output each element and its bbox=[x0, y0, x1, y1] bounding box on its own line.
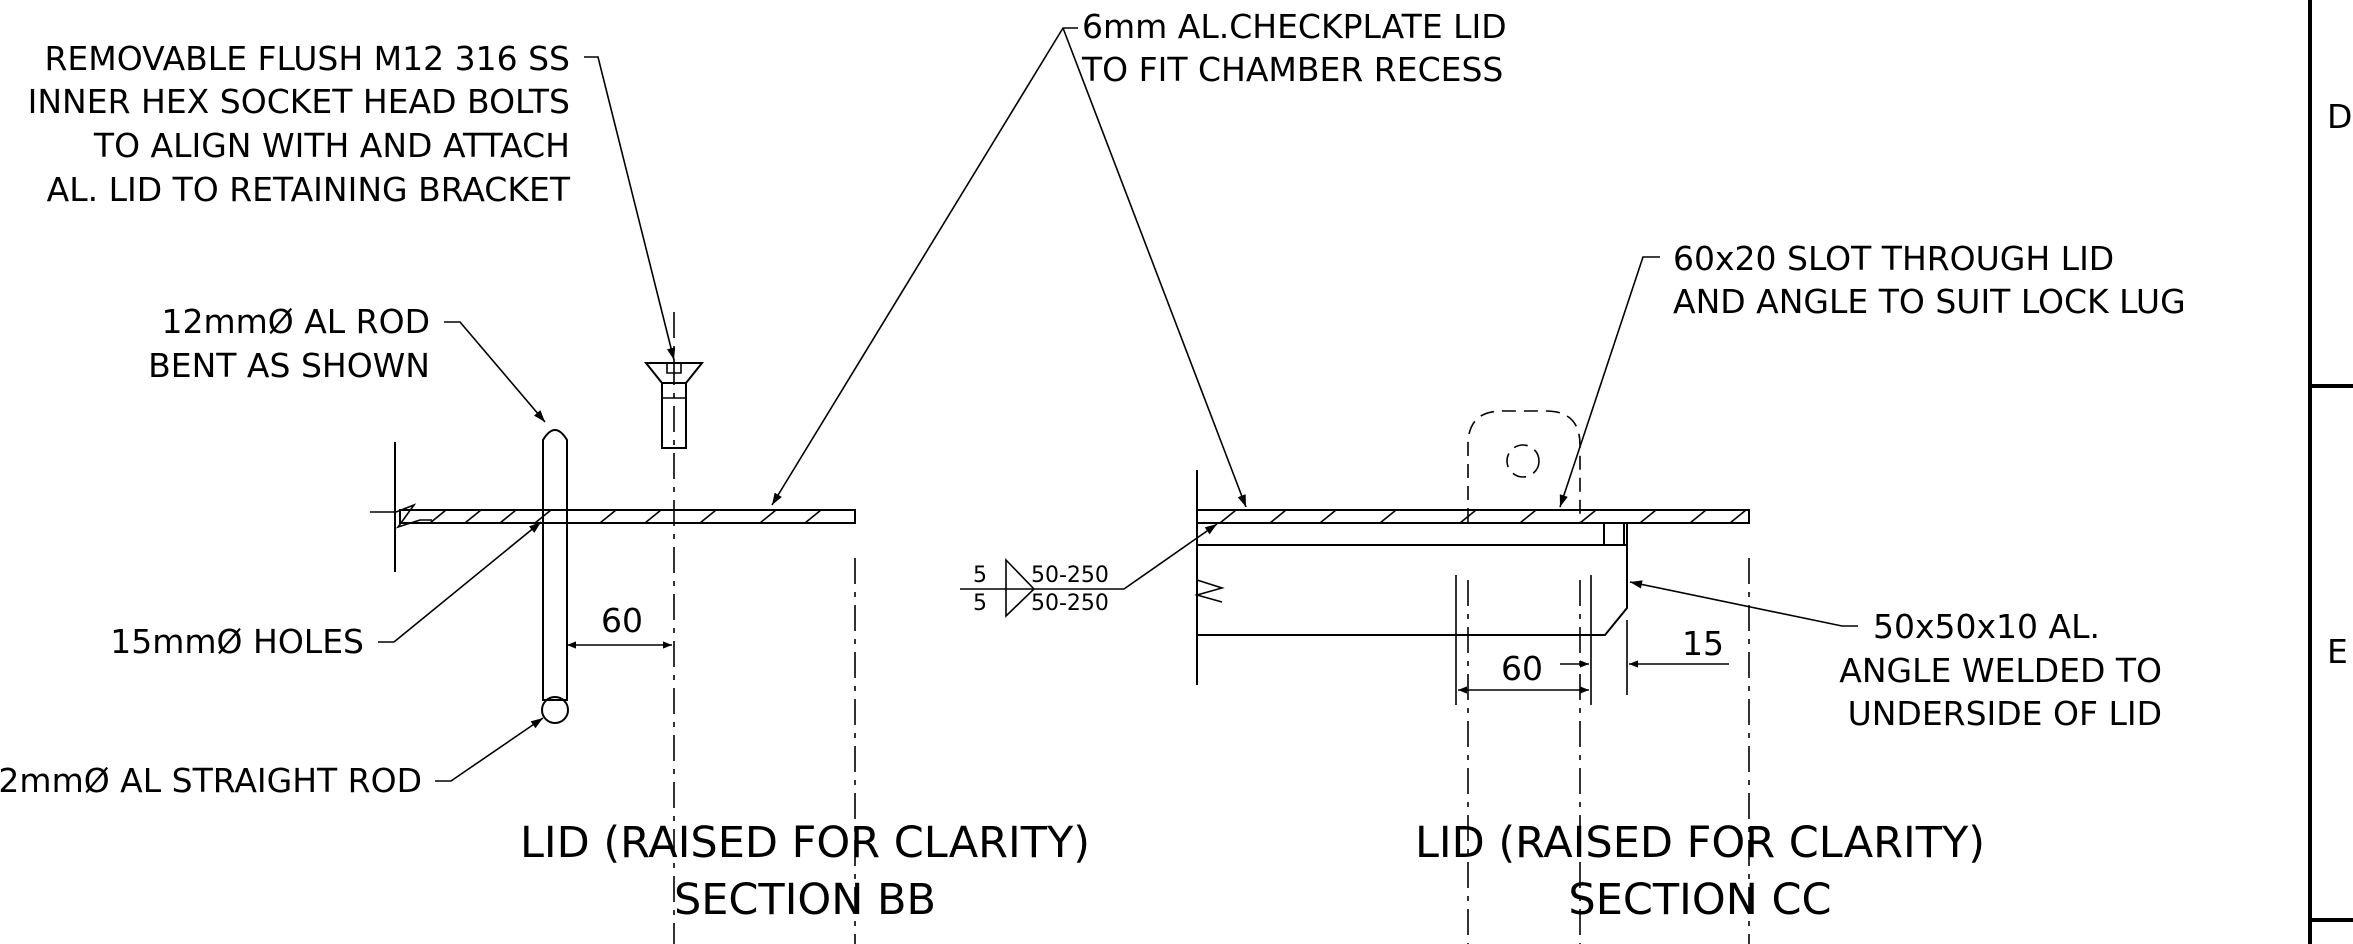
leader-bent-rod bbox=[444, 321, 546, 423]
note-bent-rod-line2: BENT AS SHOWN bbox=[148, 346, 430, 385]
lid-plate-cc bbox=[1196, 509, 1750, 524]
note-slot-line2: AND ANGLE TO SUIT LOCK LUG bbox=[1673, 282, 2186, 321]
leader-slot bbox=[1559, 256, 1660, 508]
note-holes: 15mmØ HOLES bbox=[110, 622, 364, 661]
leader-bolts bbox=[584, 56, 676, 361]
note-bolts-line4: AL. LID TO RETAINING BRACKET bbox=[47, 170, 571, 209]
note-bolts-line3: TO ALIGN WITH AND ATTACH bbox=[93, 126, 570, 165]
section-cc bbox=[1194, 410, 1750, 944]
leader-weld bbox=[960, 523, 1218, 590]
break-symbol-bb bbox=[370, 503, 432, 529]
note-angle-line3: UNDERSIDE OF LID bbox=[1848, 694, 2162, 733]
notes: REMOVABLE FLUSH M12 316 SS INNER HEX SOC… bbox=[0, 7, 2186, 925]
note-straight-rod: 12mmØ AL STRAIGHT ROD bbox=[0, 761, 422, 800]
note-checkplate-line1: 6mm AL.CHECKPLATE LID bbox=[1082, 7, 1507, 46]
zone-label-d: D bbox=[2327, 97, 2352, 136]
extension-lines-cc bbox=[1455, 575, 1628, 705]
dim-text-cc-15: 15 bbox=[1682, 624, 1724, 663]
weld-size-top: 5 bbox=[973, 563, 987, 588]
note-bolts-line2: INNER HEX SOCKET HEAD BOLTS bbox=[28, 82, 570, 121]
lock-lug-hidden bbox=[1467, 410, 1581, 522]
break-symbol-cc bbox=[1194, 579, 1225, 603]
weld-symbol-fillet bbox=[1005, 558, 1036, 618]
bent-rod bbox=[542, 429, 568, 701]
note-checkplate-line2: TO FIT CHAMBER RECESS bbox=[1081, 50, 1503, 89]
title-cc-line2: SECTION CC bbox=[1568, 875, 1831, 925]
weld-pitch-bottom: 50-250 bbox=[1031, 591, 1109, 616]
lid-plate-bb bbox=[399, 509, 856, 524]
angle-profile bbox=[1197, 523, 1628, 636]
weld-size-bottom: 5 bbox=[973, 591, 987, 616]
leader-checkplate-bb bbox=[771, 27, 1078, 506]
sheet-border: D E bbox=[2308, 0, 2353, 944]
weld-pitch-top: 50-250 bbox=[1031, 563, 1109, 588]
dim-text-cc-60: 60 bbox=[1501, 649, 1543, 688]
note-slot-line1: 60x20 SLOT THROUGH LID bbox=[1673, 239, 2114, 278]
note-angle-line1: 50x50x10 AL. bbox=[1873, 607, 2100, 646]
angle-top-line bbox=[1196, 523, 1627, 546]
lid-hatching-bb bbox=[429, 509, 822, 524]
zone-label-e: E bbox=[2327, 632, 2348, 671]
straight-rod-circle bbox=[541, 696, 569, 724]
note-bolts-line1: REMOVABLE FLUSH M12 316 SS bbox=[44, 39, 570, 78]
lock-lug-hole bbox=[1506, 444, 1540, 478]
note-bent-rod-line1: 12mmØ AL ROD bbox=[161, 302, 430, 341]
title-cc-line1: LID (RAISED FOR CLARITY) bbox=[1415, 818, 1985, 868]
leader-straight-rod bbox=[435, 717, 544, 782]
note-angle-line2: ANGLE WELDED TO bbox=[1839, 651, 2162, 690]
leader-checkplate-cc bbox=[1062, 27, 1247, 508]
lid-hatching-cc bbox=[1219, 509, 1747, 524]
leader-holes bbox=[378, 521, 542, 643]
section-bb bbox=[370, 312, 856, 944]
title-bb-line2: SECTION BB bbox=[674, 875, 936, 925]
leader-angle bbox=[1629, 580, 1858, 627]
leaders bbox=[378, 27, 1858, 782]
dim-text-bb-60: 60 bbox=[601, 601, 643, 640]
title-bb-line1: LID (RAISED FOR CLARITY) bbox=[520, 818, 1090, 868]
angle-weld-block bbox=[1603, 522, 1625, 546]
